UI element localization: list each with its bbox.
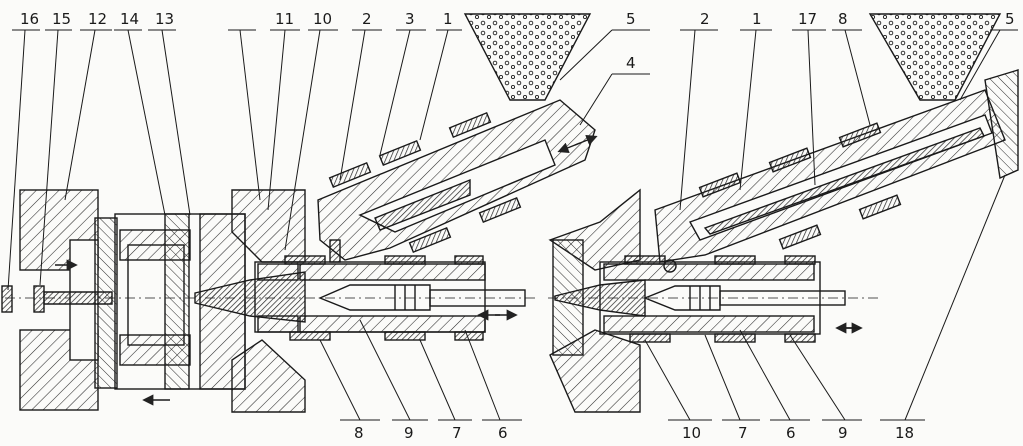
label-13: 13 <box>155 10 174 28</box>
leader-lines <box>7 29 1018 421</box>
label-7-left: 7 <box>452 424 462 442</box>
label-9-left: 9 <box>404 424 414 442</box>
label-2-right: 2 <box>700 10 710 28</box>
label-6-left: 6 <box>498 424 508 442</box>
label-17: 17 <box>798 10 817 28</box>
label-10-top: 10 <box>313 10 332 28</box>
label-6-right: 6 <box>786 424 796 442</box>
label-14: 14 <box>120 10 139 28</box>
label-4: 4 <box>626 54 636 72</box>
label-8-bottom: 8 <box>354 424 364 442</box>
label-8-top: 8 <box>838 10 848 28</box>
label-9-right: 9 <box>838 424 848 442</box>
label-5-left: 5 <box>626 10 636 28</box>
label-15: 15 <box>52 10 71 28</box>
label-3: 3 <box>405 10 415 28</box>
left-machine-drawing <box>1 13 598 413</box>
label-10-bottom: 10 <box>682 424 701 442</box>
label-1-left: 1 <box>443 10 453 28</box>
part-labels: 16 15 12 14 13 11 10 2 3 1 5 4 8 9 7 6 2… <box>20 10 1015 442</box>
label-16-top: 16 <box>20 10 39 28</box>
label-5-right: 5 <box>1005 10 1015 28</box>
label-7-right: 7 <box>738 424 748 442</box>
label-2-left: 2 <box>362 10 372 28</box>
label-12: 12 <box>88 10 107 28</box>
label-1-right: 1 <box>752 10 762 28</box>
right-machine-drawing <box>548 13 1019 413</box>
label-11: 11 <box>275 10 294 28</box>
label-18: 18 <box>895 424 914 442</box>
